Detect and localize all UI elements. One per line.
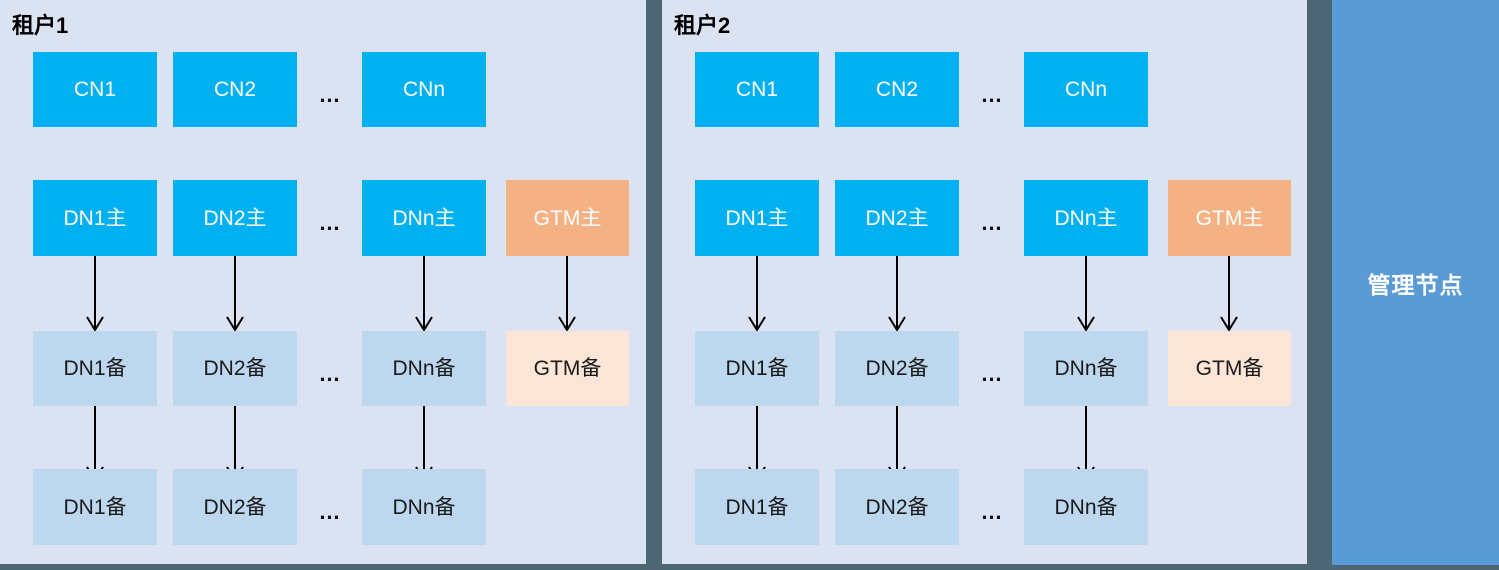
node-cnn: CNn [1024,52,1148,127]
node-dn2-standby: DN2备 [835,331,959,406]
node-dn1-primary: DN1主 [695,180,819,256]
node-dnn-primary: DNn主 [362,180,486,256]
ellipsis: … [980,499,1004,524]
ellipsis: … [318,499,342,524]
arrow-down-icon [413,256,435,332]
tenant-1-title: 租户1 [12,13,69,38]
arrow-down-icon [746,256,768,332]
node-cn2: CN2 [835,52,959,127]
node-dn2-standby2: DN2备 [835,469,959,545]
node-dn1-standby: DN1备 [695,331,819,406]
node-dnn-standby: DNn备 [1024,331,1148,406]
management-node-panel: 管理节点 [1332,0,1499,565]
node-dn1-standby2: DN1备 [33,469,157,545]
arrow-down-icon [886,256,908,332]
node-dnn-standby: DNn备 [362,331,486,406]
tenant-2-title: 租户2 [674,13,731,38]
arrow-down-icon [556,256,578,332]
ellipsis: … [980,81,1004,107]
node-cn2: CN2 [173,52,297,127]
ellipsis: … [318,360,342,386]
management-node-label: 管理节点 [1367,271,1464,298]
node-dn2-primary: DN2主 [835,180,959,256]
node-dn2-standby2: DN2备 [173,469,297,545]
ellipsis: … [318,210,342,235]
node-gtm-standby: GTM备 [506,331,629,406]
tenant-1-panel: 租户1 CN1 CN2 … CNn DN1主 DN2主 … DNn主 GTM主 … [0,0,646,564]
node-gtm-primary: GTM主 [1168,180,1291,256]
ellipsis: … [980,360,1004,386]
node-dn2-standby: DN2备 [173,331,297,406]
node-gtm-primary: GTM主 [506,180,629,256]
ellipsis: … [318,81,342,107]
arrow-down-icon [1218,256,1240,332]
node-gtm-standby: GTM备 [1168,331,1291,406]
node-dnn-standby2: DNn备 [1024,469,1148,545]
arrow-down-icon [84,256,106,332]
arrow-down-icon [1075,256,1097,332]
node-dnn-primary: DNn主 [1024,180,1148,256]
tenant-2-panel: 租户2 CN1 CN2 … CNn DN1主 DN2主 … DNn主 GTM主 … [662,0,1307,564]
node-dn1-standby: DN1备 [33,331,157,406]
node-cn1: CN1 [695,52,819,127]
arrow-down-icon [224,256,246,332]
ellipsis: … [980,210,1004,235]
node-cn1: CN1 [33,52,157,127]
node-dnn-standby2: DNn备 [362,469,486,545]
node-dn2-primary: DN2主 [173,180,297,256]
node-dn1-primary: DN1主 [33,180,157,256]
node-dn1-standby2: DN1备 [695,469,819,545]
node-cnn: CNn [362,52,486,127]
